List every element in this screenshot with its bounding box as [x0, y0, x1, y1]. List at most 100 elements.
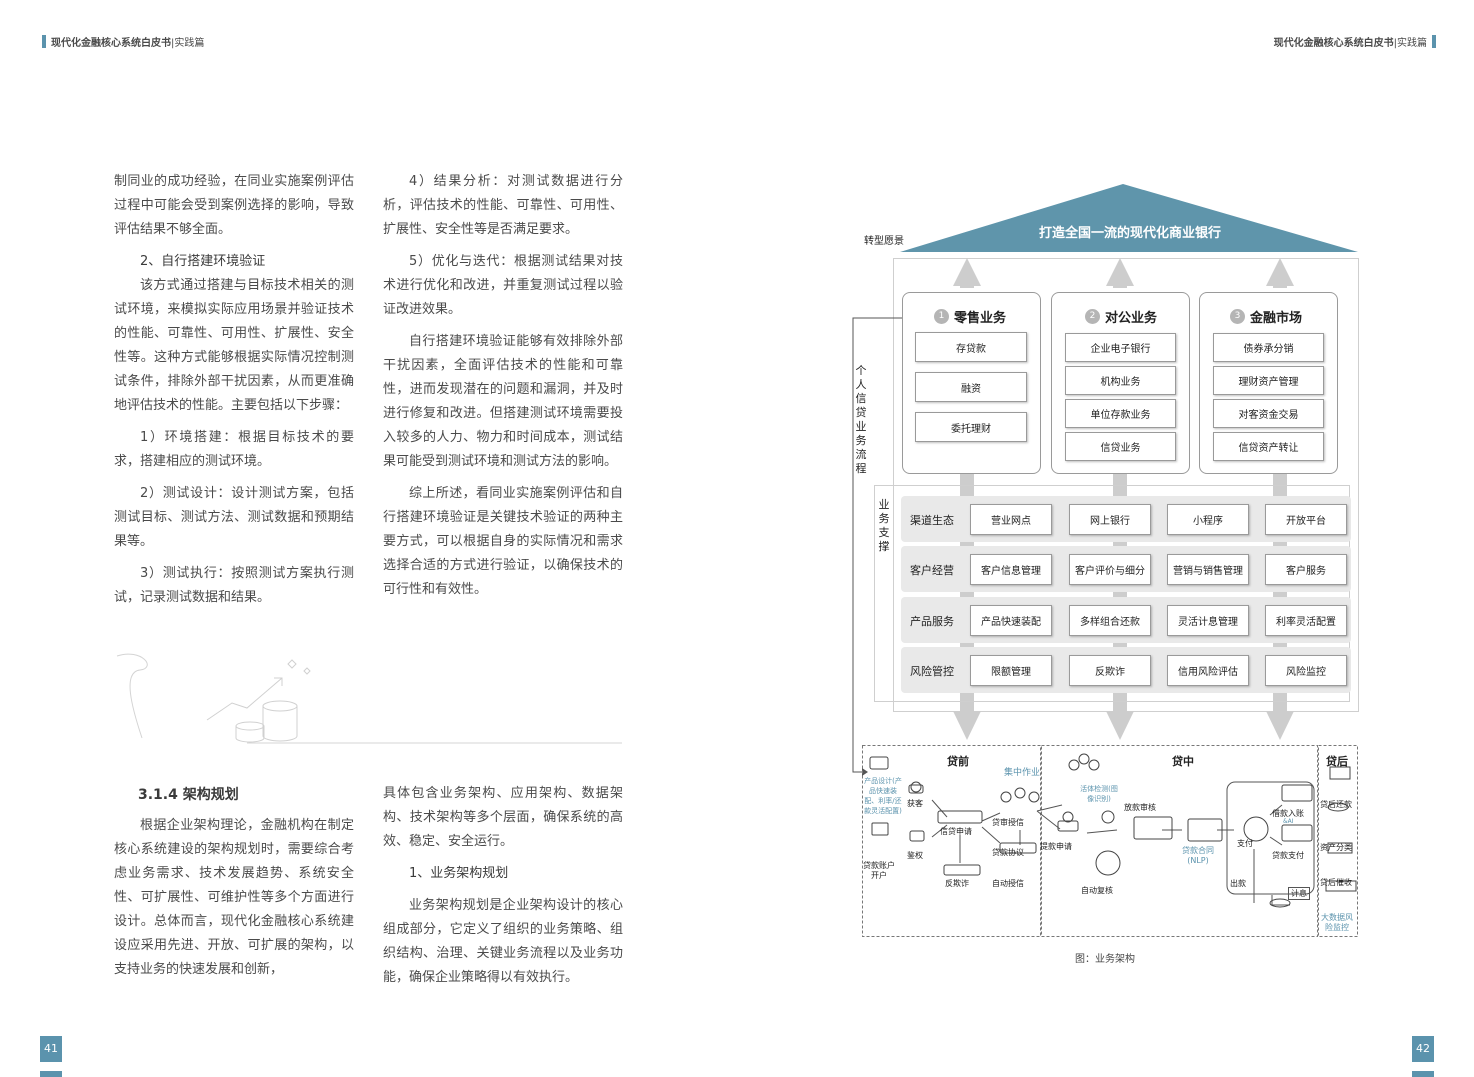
withdraw-label: 提款申请	[1040, 842, 1072, 851]
vision-title: 打造全国一流的现代化商业银行	[1038, 226, 1221, 241]
section-title: 3.1.4 架构规划	[138, 787, 239, 803]
process-connector	[852, 317, 902, 776]
corporate-item: 机构业务	[1065, 366, 1176, 395]
row-label: 渠道生态	[910, 514, 954, 527]
paragraph: 2）测试设计：设计测试方案，包括测试目标、测试方法、测试数据和预期结果等。	[114, 486, 354, 549]
number-badge: 2	[1085, 309, 1100, 324]
biz-title-text: 对公业务	[1105, 311, 1158, 326]
loan-pay-label: 贷款支付	[1272, 851, 1304, 860]
retail-item: 融资	[915, 372, 1027, 402]
market-item: 信贷资产转让	[1213, 432, 1324, 461]
paragraph: 综上所述，看同业实施案例评估和自行搭建环境验证是关键技术验证的两种主要方式，可以…	[383, 486, 623, 597]
antifraud-label: 反欺诈	[945, 879, 969, 888]
central-ops-label: 集中作业	[1004, 768, 1041, 778]
post-repay-label: 贷后还款	[1320, 800, 1352, 809]
upper-column-2: 4）结果分析：对测试数据进行分析，评估技术的性能、可靠性、可用性、扩展性、安全性…	[383, 170, 623, 610]
loan-review-label: 放款审核	[1124, 803, 1156, 812]
row-item: 网上银行	[1069, 504, 1151, 535]
paragraph: 业务架构规划是企业架构设计的核心组成部分，它定义了组织的业务策略、组织结构、治理…	[383, 898, 623, 985]
open-account-label: 贷款账户开户	[863, 861, 895, 880]
agreement-label: 贷款协议	[992, 848, 1024, 857]
header-accent-bar	[1432, 35, 1436, 48]
liveness-label: 活体检测(图像识别)	[1080, 785, 1118, 803]
financial-market-title: 3 金融市场	[1230, 307, 1302, 326]
row-item: 产品快速装配	[970, 605, 1052, 636]
header-left: 现代化金融核心系统白皮书 |实践篇	[42, 34, 204, 49]
header-right: 现代化金融核心系统白皮书 |实践篇	[1274, 34, 1436, 49]
collection-label: 贷后催收	[1320, 878, 1352, 887]
asset-class-label: 资产分类	[1320, 843, 1352, 852]
figure-caption: 图：业务架构	[1075, 954, 1135, 965]
biz-title-text: 零售业务	[954, 311, 1007, 326]
header-accent-bar	[42, 35, 46, 48]
row-item: 多样组合还款	[1069, 605, 1151, 636]
auto-recheck-label: 自动复核	[1081, 886, 1113, 895]
paragraph: 根据企业架构理论，金融机构在制定核心系统建设的架构规划时，需要综合考虑业务需求、…	[114, 818, 354, 977]
vision-label: 转型愿景	[864, 236, 904, 247]
credit-in-label: 借款入账	[1272, 809, 1304, 818]
out-label: 出款	[1230, 879, 1246, 888]
phase-in-loan: 贷中	[1172, 755, 1194, 768]
biz-title-text: 金融市场	[1250, 311, 1303, 326]
row-item: 小程序	[1167, 504, 1249, 535]
product-design-label: 产品设计(产品快速装配、利率/还款灵活配置)	[864, 777, 902, 815]
retail-item: 存贷款	[915, 332, 1027, 362]
phase-post-loan: 贷后	[1326, 755, 1348, 768]
header-title: 现代化金融核心系统白皮书	[51, 38, 171, 49]
row-item: 风险监控	[1265, 655, 1347, 686]
row-item: 反欺诈	[1069, 655, 1151, 686]
side-process-label: 个人信贷业务流程	[855, 364, 867, 475]
row-item: 客户评价与细分	[1069, 554, 1151, 585]
page-footer-bar	[40, 1071, 62, 1077]
business-architecture-diagram: 打造全国一流的现代化商业银行 转型愿景 个人信贷业务流程 1 零售业务 存贷款 …	[850, 180, 1370, 970]
page-number-left: 41	[40, 1036, 62, 1062]
market-item: 债券承分销	[1213, 333, 1324, 362]
row-item: 营销与销售管理	[1167, 554, 1249, 585]
row-item: 利率灵活配置	[1265, 605, 1347, 636]
row-item: 信用风险评估	[1167, 655, 1249, 686]
credit-apply-label: 信贷申请	[940, 827, 972, 836]
page-footer-bar	[1412, 1071, 1434, 1077]
header-subtitle: |实践篇	[171, 38, 205, 49]
row-item: 开放平台	[1265, 504, 1347, 535]
market-item: 理财资产管理	[1213, 366, 1324, 395]
corporate-business-title: 2 对公业务	[1085, 307, 1157, 326]
paragraph: 5）优化与迭代：根据测试结果对技术进行优化和改进，并重复测试过程以验证改进效果。	[383, 254, 623, 317]
row-item: 客户服务	[1265, 554, 1347, 585]
row-label: 客户经营	[910, 564, 954, 577]
support-label: 业务支撑	[878, 498, 890, 553]
contract-label: 贷款合同(NLP)	[1182, 846, 1214, 865]
page-number-right: 42	[1412, 1036, 1434, 1062]
retail-item: 委托理财	[915, 412, 1027, 442]
header-title: 现代化金融核心系统白皮书	[1273, 38, 1394, 49]
bigdata-label: 大数据风险监控	[1321, 913, 1353, 932]
roof-shape	[900, 184, 1358, 252]
number-badge: 3	[1230, 309, 1245, 324]
ai-tag: &AI	[1283, 818, 1294, 825]
row-item: 限额管理	[970, 655, 1052, 686]
row-label: 产品服务	[910, 615, 954, 628]
paragraph: 1）环境搭建：根据目标技术的要求，搭建相应的测试环境。	[114, 430, 354, 469]
section-column-1: 根据企业架构理论，金融机构在制定核心系统建设的架构规划时，需要综合考虑业务需求、…	[114, 814, 354, 990]
market-item: 对客资金交易	[1213, 399, 1324, 428]
phase-pre-loan: 贷前	[947, 755, 969, 768]
acquire-label: 获客	[907, 799, 923, 808]
subheading: 1、业务架构规划	[409, 866, 509, 881]
upper-column-1: 制同业的成功经验，在同业实施案例评估过程中可能会受到案例选择的影响，导致评估结果…	[114, 170, 354, 618]
decorative-illustration	[116, 653, 622, 744]
interest-label: 计息	[1288, 887, 1310, 900]
support-frame	[874, 485, 1350, 702]
paragraph: 4）结果分析：对测试数据进行分析，评估技术的性能、可靠性、可用性、扩展性、安全性…	[383, 174, 623, 237]
corporate-item: 企业电子银行	[1065, 333, 1176, 362]
corporate-item: 单位存款业务	[1065, 399, 1176, 428]
review-label: 贷审授信	[992, 818, 1024, 827]
pay-label: 支付	[1237, 839, 1253, 848]
lending-flow-frame	[862, 745, 1358, 937]
row-item: 客户信息管理	[970, 554, 1052, 585]
auto-credit-label: 自动授信	[992, 879, 1024, 888]
header-subtitle: |实践篇	[1393, 38, 1427, 49]
paragraph: 该方式通过搭建与目标技术相关的测试环境，来模拟实际应用场景并验证技术的性能、可靠…	[114, 278, 354, 413]
auth-label: 鉴权	[907, 851, 923, 860]
corporate-item: 信贷业务	[1065, 432, 1176, 461]
row-item: 灵活计息管理	[1167, 605, 1249, 636]
